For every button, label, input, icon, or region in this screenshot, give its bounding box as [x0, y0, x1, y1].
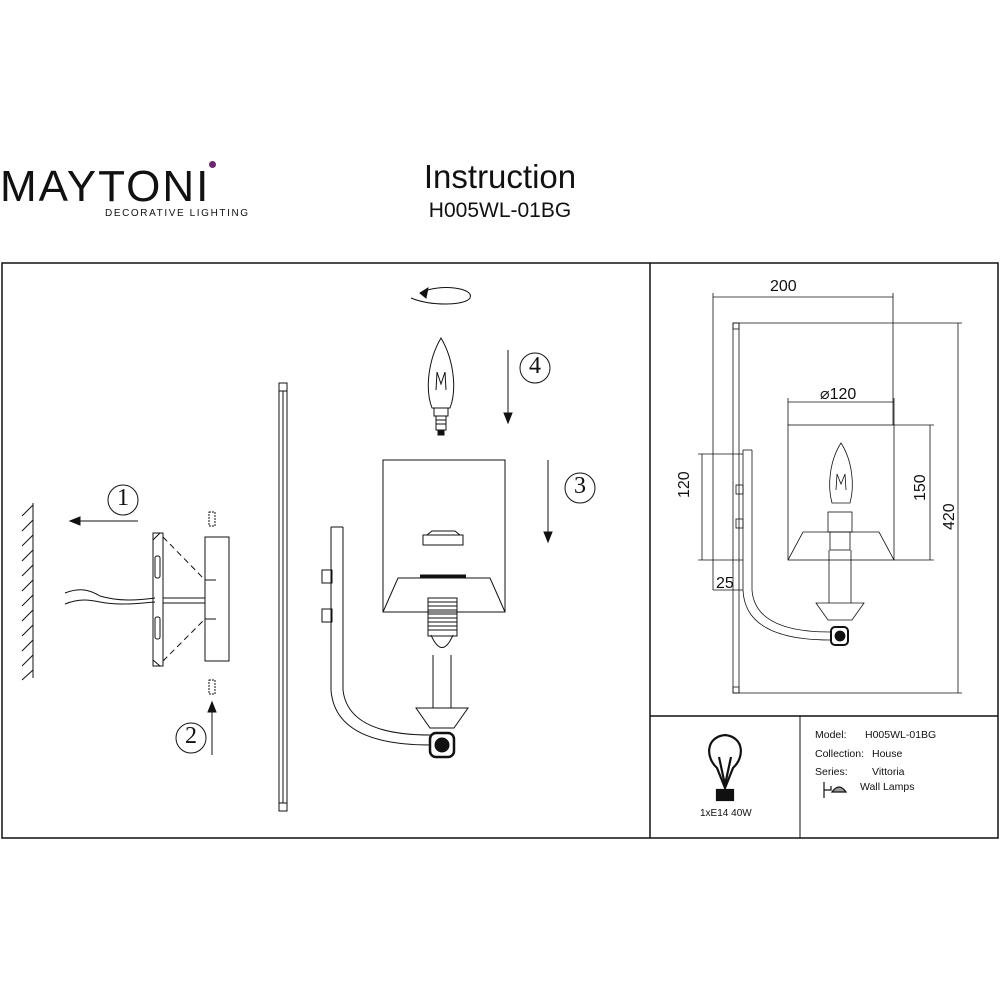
step-4-arrow — [503, 350, 513, 425]
dimension-total-height: 420 — [941, 503, 958, 530]
page-model-code: H005WL-01BG — [428, 199, 572, 222]
step-3-arrow — [543, 460, 553, 544]
spec-series-value: Vittoria — [872, 766, 905, 778]
backplate-rod — [278, 382, 288, 812]
wall-hatch — [21, 503, 34, 681]
bulb-spec: 1xE14 40W — [700, 808, 752, 819]
step-1-arrow — [68, 516, 138, 526]
dimension-backplate-height: 120 — [676, 471, 693, 498]
step-2-arrow — [207, 700, 217, 755]
lamp-arm — [321, 526, 469, 759]
brand-logo: MAYTONI — [0, 161, 222, 211]
screw-icon — [208, 511, 216, 695]
dimension-width: 200 — [770, 278, 797, 295]
candle-bulb-icon — [427, 337, 455, 436]
mounting-bracket — [152, 532, 164, 667]
spec-collection-value: House — [872, 748, 903, 760]
step-4-label: 4 — [529, 353, 541, 379]
outer-frame — [1, 262, 999, 839]
socket-thread — [427, 597, 458, 637]
wall-lamp-icon — [823, 782, 848, 798]
dimension-shade-diameter: ⌀120 — [820, 386, 857, 403]
step-2-label: 2 — [185, 723, 197, 749]
lampshade — [382, 459, 506, 613]
step-3-label: 3 — [574, 473, 586, 499]
spec-model-value: H005WL-01BG — [865, 729, 937, 741]
brand-accent-dot — [209, 161, 216, 168]
spec-collection-label: Collection: — [815, 748, 865, 760]
step-1-label: 1 — [117, 485, 129, 511]
light-bulb-icon — [708, 733, 742, 802]
spec-series-label: Series: — [815, 766, 848, 778]
supply-wires — [64, 589, 205, 605]
page-title: Instruction — [423, 158, 577, 195]
spec-type-value: Wall Lamps — [860, 781, 915, 793]
dimension-drawing — [698, 293, 962, 694]
dimension-shade-height: 150 — [912, 474, 929, 501]
step-markers — [107, 352, 596, 754]
brand-tagline: DECORATIVE LIGHTING — [105, 208, 250, 219]
rotation-arrow-icon — [410, 286, 471, 305]
backplate-side — [162, 536, 230, 662]
spec-model-label: Model: — [815, 729, 847, 741]
brand-name: MAYTONI — [0, 162, 211, 211]
dimension-backplate-depth: 25 — [716, 575, 734, 592]
